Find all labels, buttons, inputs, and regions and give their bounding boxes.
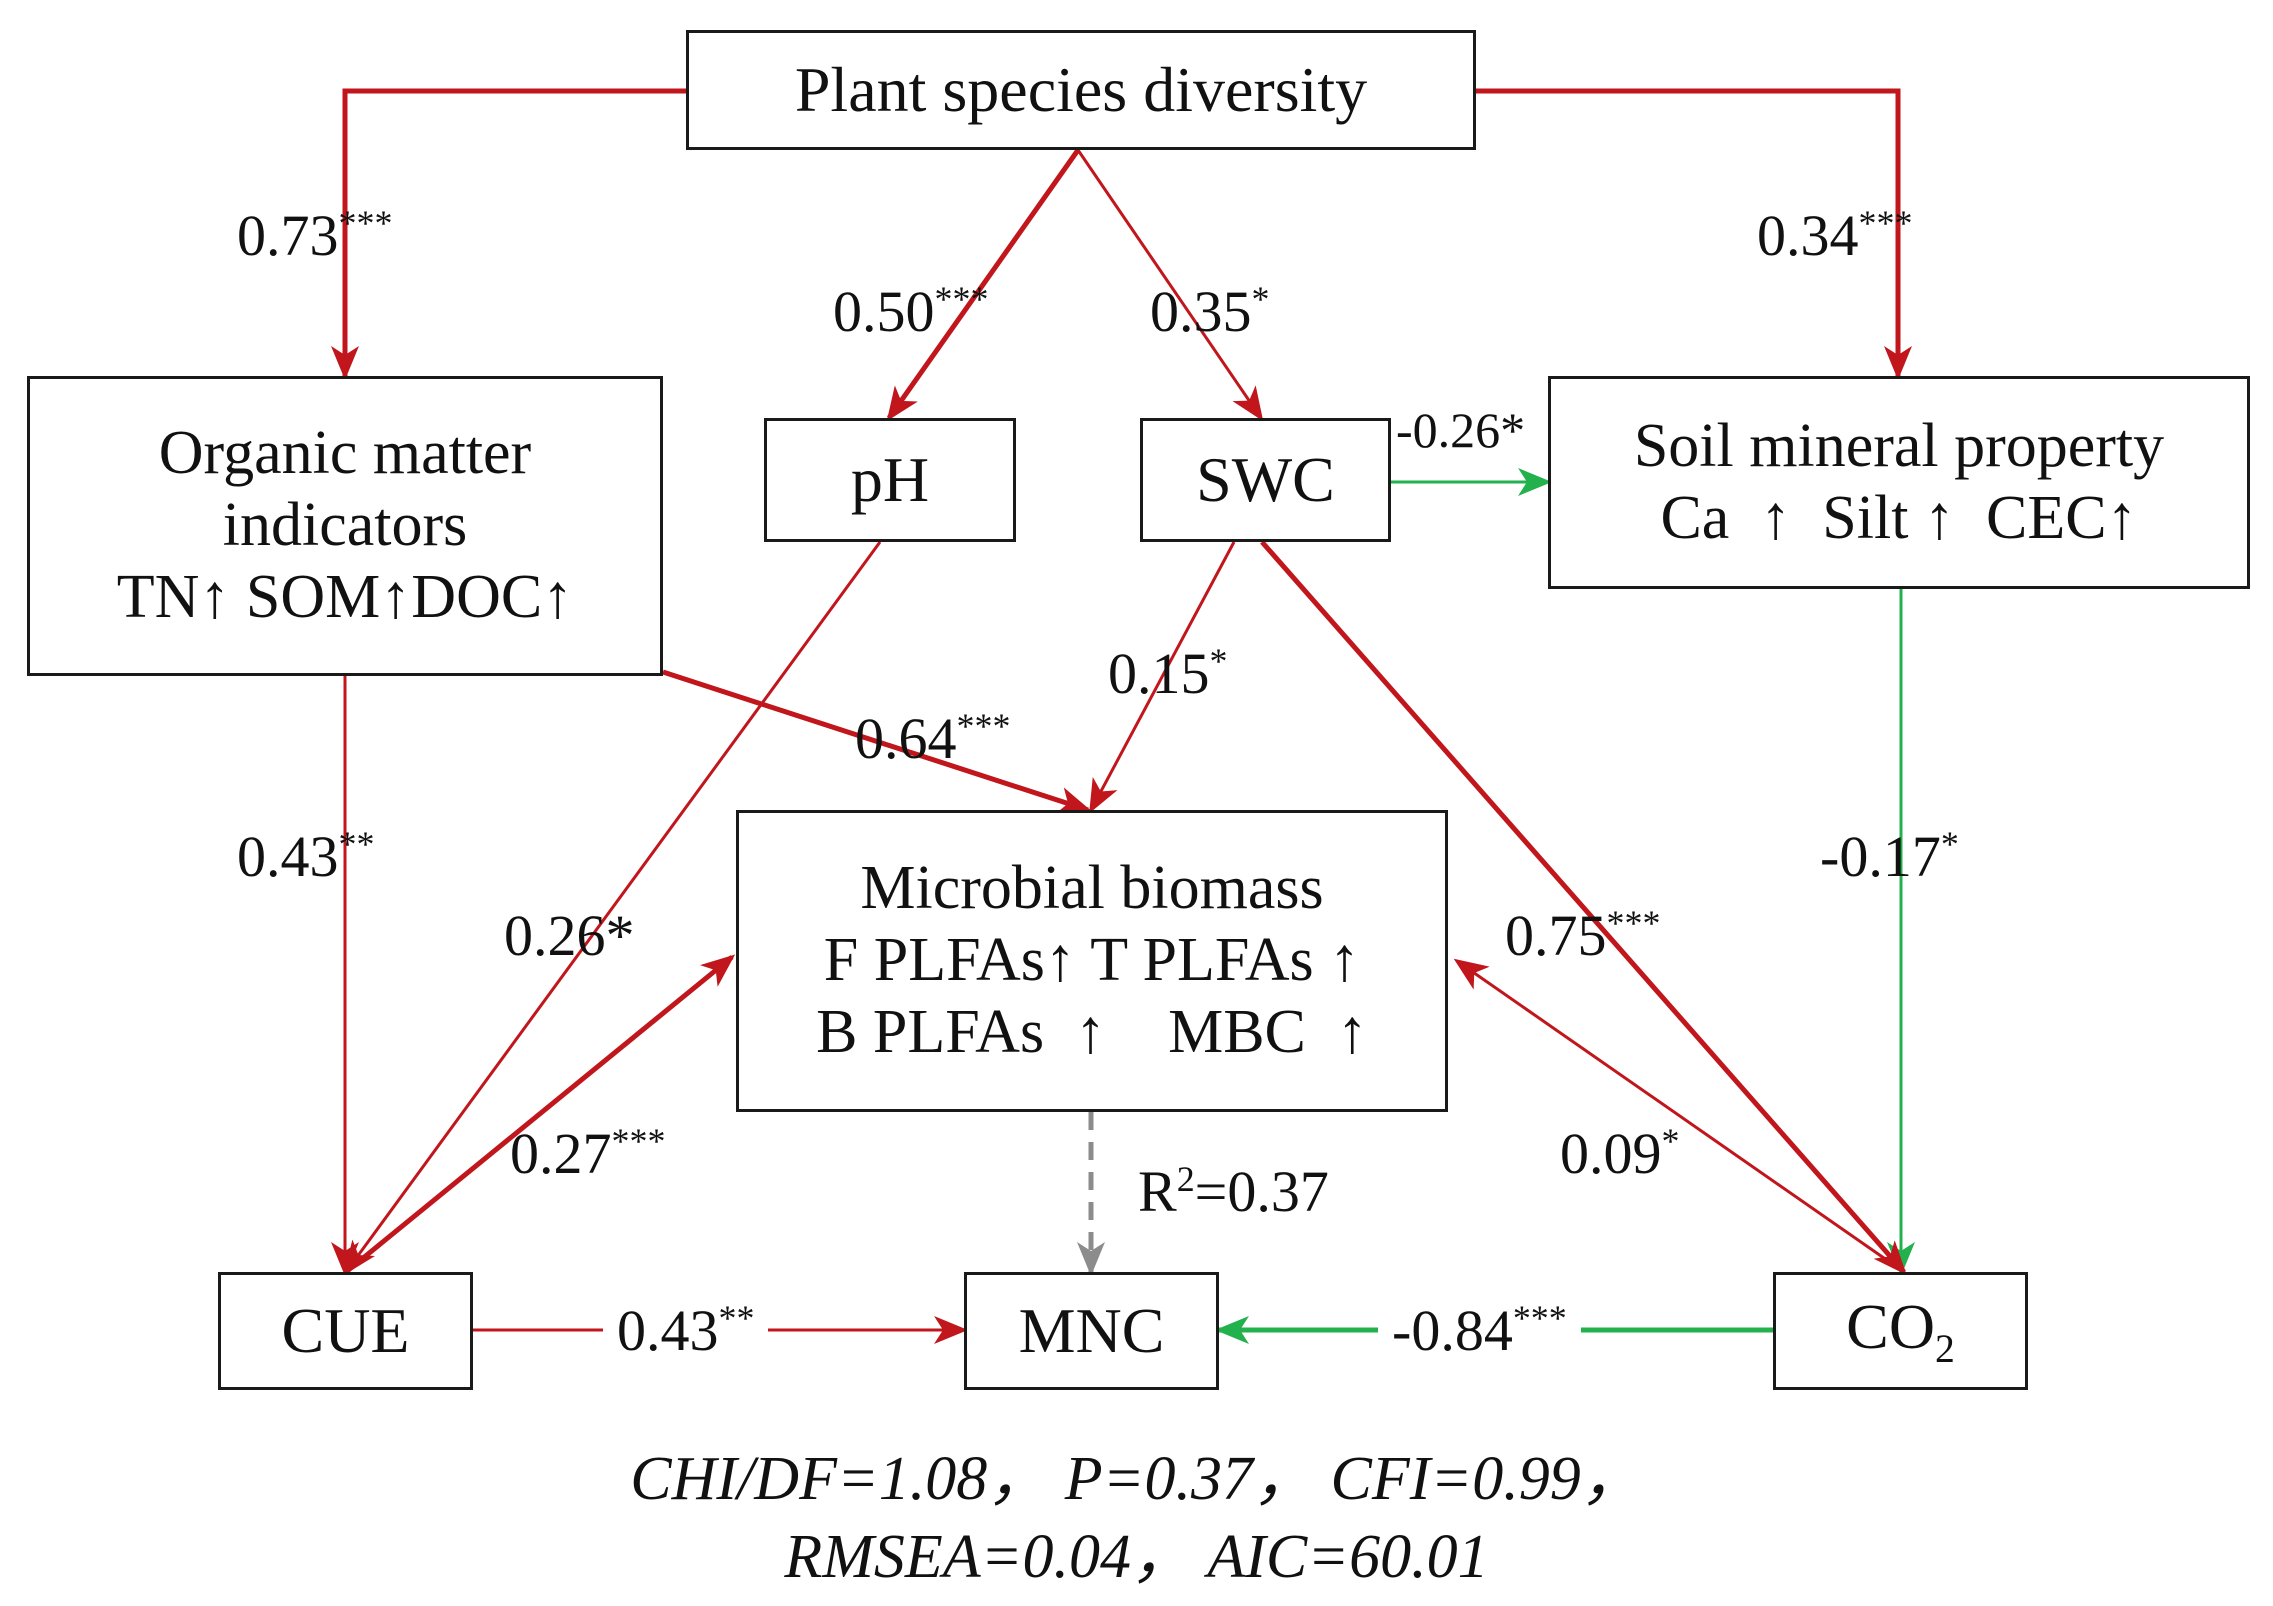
coef-value: 0.64 <box>855 706 957 771</box>
coef-significance: * <box>1661 1121 1680 1162</box>
coef-plant-ph: 0.50*** <box>833 281 988 341</box>
coef-significance: *** <box>1858 203 1913 244</box>
node-organic-line3: TN↑ SOM↑DOC↑ <box>116 562 574 631</box>
coef-value: 0.27 <box>510 1121 612 1186</box>
node-plant-species-diversity: Plant species diversity <box>686 30 1476 150</box>
node-microbial-line3: B PLFAs ↑ MBC ↑ <box>816 997 1368 1066</box>
coef-value: 0.15 <box>1108 641 1210 706</box>
coef-swc-microbial: 0.15* <box>1108 643 1227 703</box>
node-swc-label: SWC <box>1196 443 1335 515</box>
fit-indices-line2: RMSEA=0.04， AIC=60.01 <box>784 1523 1489 1591</box>
node-mnc: MNC <box>964 1272 1219 1390</box>
node-soil-line2: Ca ↑ Silt ↑ CEC↑ <box>1660 483 2138 552</box>
coef-organic-microbial: 0.64*** <box>855 708 1010 768</box>
coef-significance: * <box>1940 824 1959 865</box>
node-cue-label: CUE <box>281 1294 410 1366</box>
node-organic-line2: indicators <box>222 491 468 560</box>
coef-significance: ** <box>338 824 375 865</box>
node-microbial-biomass: Microbial biomass F PLFAs↑ T PLFAs ↑ B P… <box>736 810 1448 1112</box>
fit-indices-line1: CHI/DF=1.08， P=0.37， CFI=0.99， <box>630 1445 1643 1513</box>
path-swc-co2 <box>1260 540 1907 1276</box>
coef-value: 0.43 <box>617 1298 719 1363</box>
coef-co2-mnc: -0.84*** <box>1378 1300 1581 1360</box>
coef-value: 0.35 <box>1150 279 1252 344</box>
node-swc: SWC <box>1140 418 1391 542</box>
coef-significance: *** <box>338 203 393 244</box>
coef-swc-co2: 0.75*** <box>1505 905 1660 965</box>
path-cue-microbial <box>344 954 736 1274</box>
coef-value: 0.09 <box>1560 1121 1662 1186</box>
r2-label: R2=0.37 <box>1138 1161 1329 1221</box>
path-organic-microbial <box>662 669 1092 815</box>
path-plant-ph <box>886 148 1081 422</box>
node-ph-label: pH <box>850 443 930 515</box>
node-co2: CO2 <box>1773 1272 2028 1390</box>
path-ph-cue <box>343 541 882 1276</box>
node-ph: pH <box>764 418 1016 542</box>
node-cue: CUE <box>218 1272 473 1390</box>
node-microbial-line2: F PLFAs↑ T PLFAs ↑ <box>823 926 1361 995</box>
coef-significance: * <box>1209 641 1228 682</box>
node-organic-line1: Organic matter <box>158 419 532 488</box>
coef-significance: *** <box>611 1121 666 1162</box>
coef-significance: *** <box>956 706 1011 747</box>
coef-value: -0.17 <box>1820 824 1941 889</box>
coef-significance: *** <box>1512 1298 1567 1339</box>
path-plant-soil <box>1476 88 1912 380</box>
node-organic-matter-indicators: Organic matter indicators TN↑ SOM↑DOC↑ <box>27 376 663 676</box>
coef-value: 0.34 <box>1757 203 1859 268</box>
path-swc-microbial <box>1089 541 1236 814</box>
node-microbial-line1: Microbial biomass <box>860 854 1324 923</box>
coef-soil-co2: -0.17* <box>1820 826 1959 886</box>
coef-significance: * <box>1251 279 1270 320</box>
node-co2-label: CO <box>1846 1291 1936 1363</box>
node-mnc-label: MNC <box>1018 1294 1165 1366</box>
coef-co2-microbial: 0.09* <box>1560 1123 1679 1183</box>
coef-cue-mnc: 0.43** <box>603 1300 769 1360</box>
path-plant-organic <box>331 88 686 380</box>
coef-plant-swc: 0.35* <box>1150 281 1269 341</box>
node-co2-text: CO2 <box>1846 1290 1955 1372</box>
coef-value: 0.43 <box>237 824 339 889</box>
r2-value: =0.37 <box>1194 1159 1329 1224</box>
coef-plant-soil: 0.34*** <box>1757 205 1912 265</box>
path-plant-swc <box>1076 149 1264 422</box>
coef-organic-cue: 0.43** <box>237 826 374 886</box>
coef-swc-soil: -0.26* <box>1396 405 1525 455</box>
r2-prefix: R <box>1138 1159 1177 1224</box>
node-soil-mineral-property: Soil mineral property Ca ↑ Silt ↑ CEC↑ <box>1548 376 2250 589</box>
path-co2-microbial <box>1453 958 1905 1274</box>
coef-value: 0.75 <box>1505 903 1607 968</box>
coef-significance: *** <box>1606 903 1661 944</box>
coef-value: 0.50 <box>833 279 935 344</box>
coef-value: -0.84 <box>1392 1298 1513 1363</box>
coef-significance: *** <box>934 279 989 320</box>
coef-value: -0.26* <box>1396 402 1526 458</box>
node-soil-line1: Soil mineral property <box>1633 411 2165 480</box>
coef-value: 0.73 <box>237 203 339 268</box>
coef-significance: ** <box>718 1298 755 1339</box>
node-plant-label: Plant species diversity <box>794 53 1368 125</box>
coef-ph-cue: 0.26* <box>504 907 635 965</box>
r2-superscript: 2 <box>1176 1159 1195 1200</box>
node-co2-subscript: 2 <box>1935 1326 1955 1371</box>
coef-value: 0.26* <box>504 903 635 968</box>
coef-plant-organic: 0.73*** <box>237 205 392 265</box>
coef-cue-microbial: 0.27*** <box>510 1123 665 1183</box>
